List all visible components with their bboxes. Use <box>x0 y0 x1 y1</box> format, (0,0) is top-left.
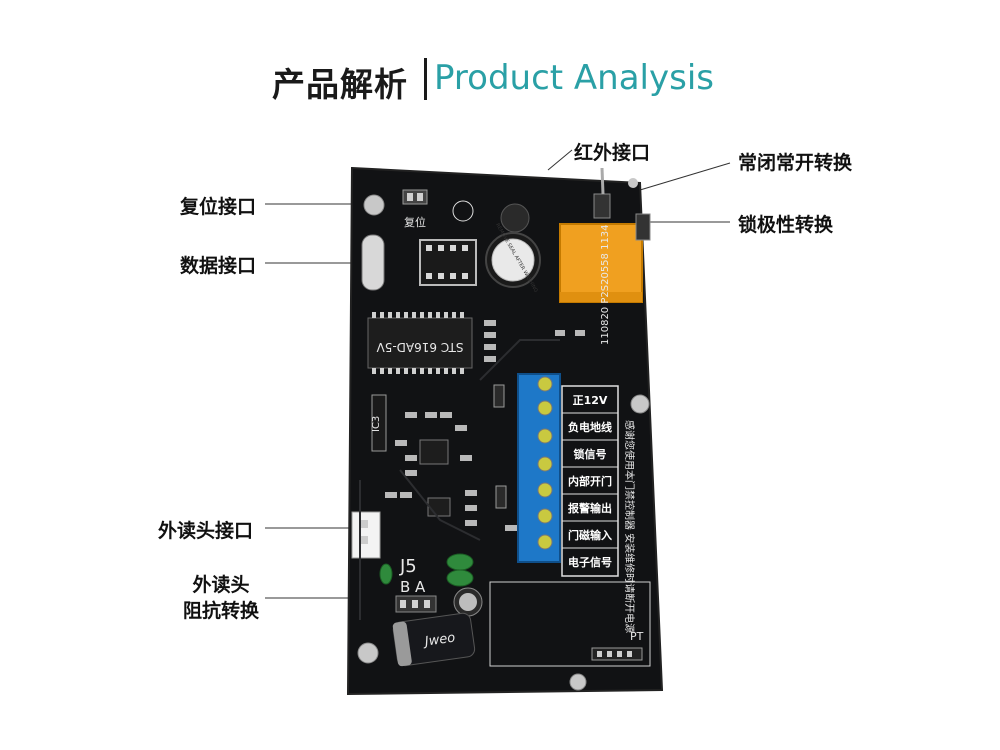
pcb: REMOVE SEAL AFTER WASHING STC 616AD-5V <box>346 166 664 696</box>
callout-lock-polarity: 锁极性转换 <box>738 214 834 236</box>
terminal-label: 正12V <box>573 394 608 407</box>
terminal-label: 报警输出 <box>568 501 612 515</box>
cap-brand: Jweo <box>421 631 456 651</box>
title-divider <box>424 58 427 100</box>
chip-label: STC 616AD-5V <box>376 340 464 354</box>
crystal <box>361 234 385 291</box>
pt-label: PT <box>630 630 644 643</box>
ic-small <box>427 497 451 517</box>
polarity-jumper <box>635 213 651 241</box>
inductor-small <box>379 563 393 585</box>
callout-impedance-line2: 阻抗转换 <box>182 600 259 622</box>
diode <box>495 485 507 509</box>
terminal-label: 门磁输入 <box>568 528 612 542</box>
pt-area <box>489 581 651 667</box>
mount-hole <box>630 394 650 414</box>
reset-header <box>402 189 428 205</box>
j5-label: J5 <box>399 556 417 577</box>
lot-code: 110820 P2S20558 1134 <box>600 224 611 345</box>
mount-hole <box>628 178 638 188</box>
callout-nc-no-switch: 常闭常开转换 <box>738 152 853 174</box>
cap-large: Jweo <box>392 612 476 667</box>
inductor <box>446 553 474 571</box>
inductor <box>446 569 474 587</box>
terminal-label: 电子信号 <box>568 555 612 569</box>
ir-receiver <box>500 203 530 233</box>
ic-small <box>419 439 449 465</box>
mount-hole <box>569 673 587 691</box>
callout-reset-port: 复位接口 <box>180 196 257 218</box>
terminal-label-table <box>561 385 619 577</box>
reader-connector <box>351 511 381 559</box>
mount-hole <box>363 194 385 216</box>
terminal-screws <box>537 376 553 550</box>
ba-label: B A <box>400 578 426 596</box>
ic3-footprint <box>371 394 387 452</box>
smd-components <box>385 320 585 531</box>
nc-no-jumper <box>593 193 611 219</box>
vertical-notice: 感谢您使用本门禁控制器 安装维修时请断开电源 <box>623 420 636 633</box>
callout-external-reader-port: 外读头接口 <box>158 520 254 542</box>
line-nc-no <box>639 162 731 191</box>
callout-data-port: 数据接口 <box>180 255 257 277</box>
title-chinese: 产品解析 <box>272 65 408 104</box>
reset-silk: 复位 <box>404 215 426 229</box>
terminal-label: 内部开门 <box>568 474 612 488</box>
callout-external-reader-impedance: 外读头 阻抗转换 <box>176 572 266 624</box>
terminal-label: 锁信号 <box>574 447 607 461</box>
c1-footprint <box>452 200 474 222</box>
relay <box>559 223 643 303</box>
callout-infrared-port: 红外接口 <box>574 142 651 164</box>
callout-impedance-line1: 外读头 <box>192 574 250 596</box>
title-english: Product Analysis <box>434 58 714 98</box>
line-infrared <box>547 149 573 171</box>
ic3-silk: IC3 <box>371 416 382 432</box>
terminal-label: 负电地线 <box>568 420 612 434</box>
callout-lines <box>265 149 731 599</box>
mount-hole <box>357 642 379 664</box>
diode <box>493 384 505 408</box>
